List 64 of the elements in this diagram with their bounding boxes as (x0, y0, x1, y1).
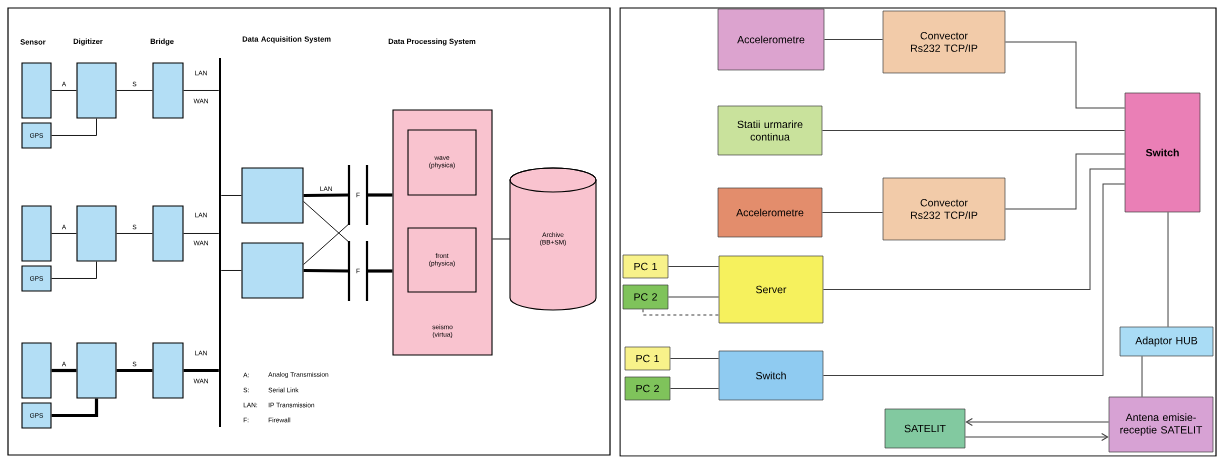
connector-line (669, 388, 720, 389)
connector-line (367, 269, 393, 273)
connector-line (183, 90, 220, 91)
device-box (76, 62, 117, 119)
arrow (964, 433, 1109, 441)
connector-line (116, 368, 153, 373)
connector-line (51, 261, 97, 279)
device-box: Adaptor HUB (1119, 326, 1214, 357)
device-box (76, 205, 117, 262)
device-box: Antena emisie-receptie SATELIT (1108, 396, 1214, 453)
connector-line (303, 193, 349, 198)
device-box (241, 242, 304, 299)
device-box: Accelerometre (717, 187, 823, 238)
device-box (76, 342, 117, 399)
bus-line (219, 58, 221, 427)
device-box: PC 2 (624, 376, 671, 401)
connector-line (821, 212, 884, 213)
connector-line (822, 168, 1126, 290)
switch-box: Switch (1124, 92, 1201, 213)
connector-line (51, 118, 97, 136)
device-box: Server (718, 255, 824, 324)
connector-line (51, 90, 77, 91)
connector-line (822, 183, 1126, 376)
connector-line (1167, 211, 1169, 328)
device-box: PC 1 (622, 254, 669, 279)
connector-line (823, 39, 884, 40)
device-box (152, 342, 184, 399)
connector-line (492, 238, 511, 240)
connector-line (1004, 153, 1126, 210)
device-box (241, 167, 304, 224)
connector-line (1004, 41, 1126, 109)
device-box: Accelerometre (717, 8, 825, 71)
connector-line (220, 270, 242, 271)
device-box: Statii urmarire continua (717, 105, 823, 156)
connector-line (1141, 355, 1143, 398)
connector-line (667, 266, 720, 267)
connector-line (116, 233, 153, 234)
connector-line (367, 193, 393, 197)
connector-line (51, 398, 99, 418)
device-box: Convector Rs232 TCP/IP (882, 10, 1006, 74)
device-box (21, 342, 52, 399)
connector-line (303, 268, 349, 273)
device-box (152, 62, 184, 119)
connector-line (303, 223, 350, 265)
connector-line (183, 368, 219, 373)
device-box: SATELIT (884, 408, 966, 449)
device-box (21, 205, 52, 262)
connector-line (669, 358, 720, 359)
device-box (21, 62, 52, 119)
connector-line (116, 90, 153, 91)
connector-line (821, 130, 1126, 131)
connector-line (642, 308, 720, 316)
connector-line (51, 233, 77, 234)
connector-line (220, 195, 242, 196)
connector-line (667, 296, 720, 298)
connector-line (183, 233, 220, 234)
device-box (152, 205, 184, 262)
device-box: Convector Rs232 TCP/IP (882, 177, 1006, 241)
arrow (965, 418, 1110, 426)
device-box: PC 2 (622, 284, 669, 310)
connector-line (303, 201, 350, 243)
device-box: Switch (718, 350, 824, 401)
connector-line (51, 368, 77, 373)
device-box: PC 1 (624, 346, 671, 371)
